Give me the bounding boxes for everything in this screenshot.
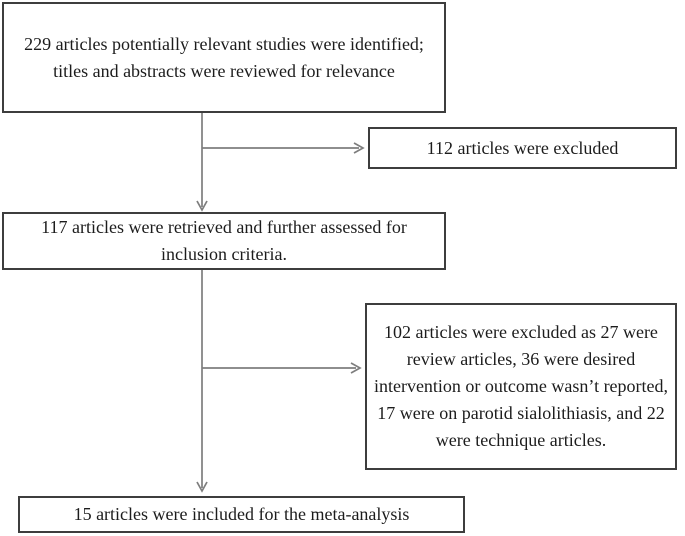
arrow-identified-to-retrieved: [196, 113, 208, 212]
flow-box-included-text: 15 articles were included for the meta-a…: [73, 504, 410, 524]
arrow-retrieved-to-excluded-2: [202, 362, 362, 374]
flow-box-excluded-1: 112 articles were excluded: [368, 127, 677, 169]
flow-box-identified-text: 229 articles potentially relevant studie…: [24, 33, 424, 81]
flow-box-excluded-2-text: 102 articles were excluded as 27 were re…: [373, 322, 669, 450]
flow-box-identified: 229 articles potentially relevant studie…: [2, 2, 446, 113]
flow-box-retrieved-text: 117 articles were retrieved and further …: [41, 217, 407, 264]
arrow-identified-to-excluded-1: [202, 142, 365, 154]
flow-box-included: 15 articles were included for the meta-a…: [18, 496, 465, 533]
flow-box-excluded-2: 102 articles were excluded as 27 were re…: [365, 303, 677, 470]
arrow-retrieved-to-included: [196, 270, 208, 493]
flow-box-excluded-1-text: 112 articles were excluded: [426, 137, 619, 158]
flow-box-retrieved: 117 articles were retrieved and further …: [2, 212, 446, 270]
